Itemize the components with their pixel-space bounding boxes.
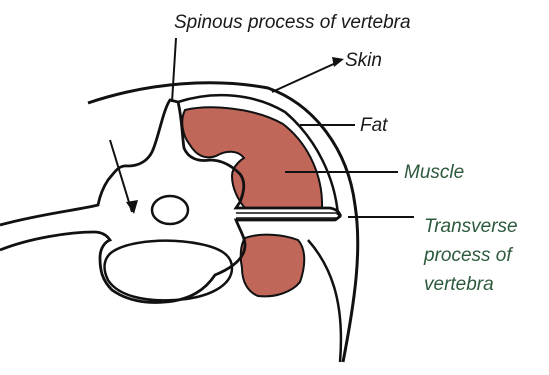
label-muscle: Muscle (404, 162, 464, 183)
muscle-lower (241, 235, 304, 297)
label-transverse-line3: vertebra (424, 274, 494, 295)
label-fat: Fat (360, 115, 388, 136)
skin-leader (272, 62, 338, 92)
inner-curve-lower (308, 240, 341, 362)
vertebral-body (105, 241, 232, 301)
skin-leader-head (332, 57, 344, 67)
vertebra-arrow-shaft (110, 140, 132, 212)
spinous-leader (172, 38, 176, 102)
label-spinous-process: Spinous process of vertebra (174, 12, 411, 33)
muscle-upper (182, 107, 322, 208)
spinal-canal (152, 196, 188, 224)
label-transverse-line2: process of (423, 245, 513, 266)
label-skin: Skin (345, 50, 382, 71)
transverse-process-slit (236, 213, 341, 218)
label-transverse-line1: Transverse (424, 216, 518, 237)
